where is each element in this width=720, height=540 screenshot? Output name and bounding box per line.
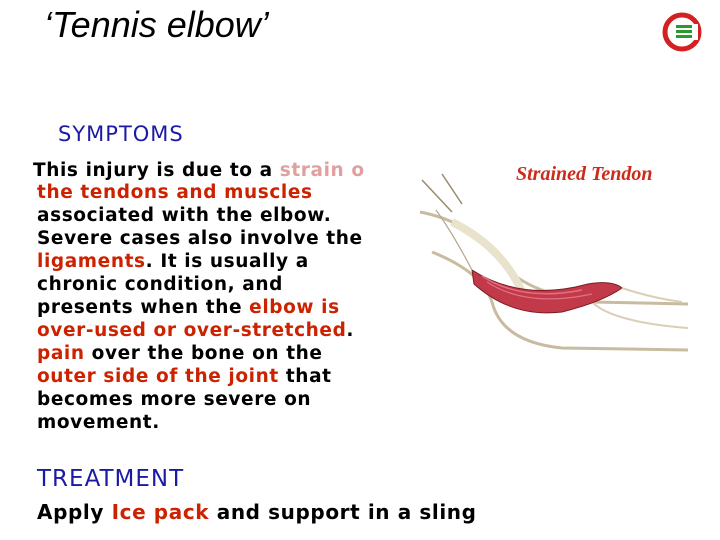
text-segment: This injury is due to a (33, 160, 280, 181)
page-title: ‘Tennis elbow’ (44, 4, 269, 45)
symptoms-line: Severe cases also involve the (37, 228, 363, 250)
treatment-text: Apply Ice pack and support in a sling (37, 500, 477, 524)
symptoms-heading: SYMPTOMS (58, 122, 184, 146)
text-segment: presents when the (37, 297, 250, 318)
strained-tendon-illustration: Strained Tendon (419, 163, 688, 352)
text-segment: over the bone on the (84, 343, 323, 364)
text-segment: . It is usually a (145, 251, 309, 272)
text-segment: that (278, 366, 332, 387)
text-segment: Apply (37, 500, 112, 524)
text-segment: elbow is (249, 297, 340, 318)
text-segment: outer side of the joint (37, 366, 279, 387)
text-segment: movement. (37, 412, 160, 433)
text-segment: Ice pack (111, 500, 210, 524)
text-segment: associated with the elbow. (37, 205, 332, 226)
symptoms-line: outer side of the joint that (37, 366, 332, 388)
text-segment: . (346, 320, 355, 341)
symptoms-line: movement. (37, 412, 160, 434)
symptoms-line: pain over the bone on the (37, 343, 323, 365)
text-segment: chronic condition, and (37, 274, 283, 295)
text-segment: ligaments (37, 251, 146, 272)
symptoms-line: This injury is due to a strain o (33, 160, 365, 182)
symptoms-line: becomes more severe on (37, 389, 311, 411)
text-segment: Severe cases also involve the (37, 228, 363, 249)
text-segment: strain o (279, 160, 365, 181)
symptoms-line: ligaments. It is usually a (37, 251, 309, 273)
logo-icon (662, 12, 702, 52)
symptoms-line: over-used or over-stretched. (37, 320, 354, 342)
symptoms-line: the tendons and muscles (37, 182, 313, 204)
symptoms-line: chronic condition, and (37, 274, 283, 296)
treatment-heading: TREATMENT (37, 466, 185, 492)
text-segment: and support in a sling (209, 500, 477, 524)
image-caption: Strained Tendon (516, 163, 653, 185)
text-segment: the tendons and muscles (37, 182, 313, 203)
symptoms-line: associated with the elbow. (37, 205, 331, 227)
symptoms-line: presents when the elbow is (37, 297, 340, 319)
text-segment: over-used or over-stretched (37, 320, 347, 341)
text-segment: pain (37, 343, 85, 364)
text-segment: becomes more severe on (37, 389, 312, 410)
